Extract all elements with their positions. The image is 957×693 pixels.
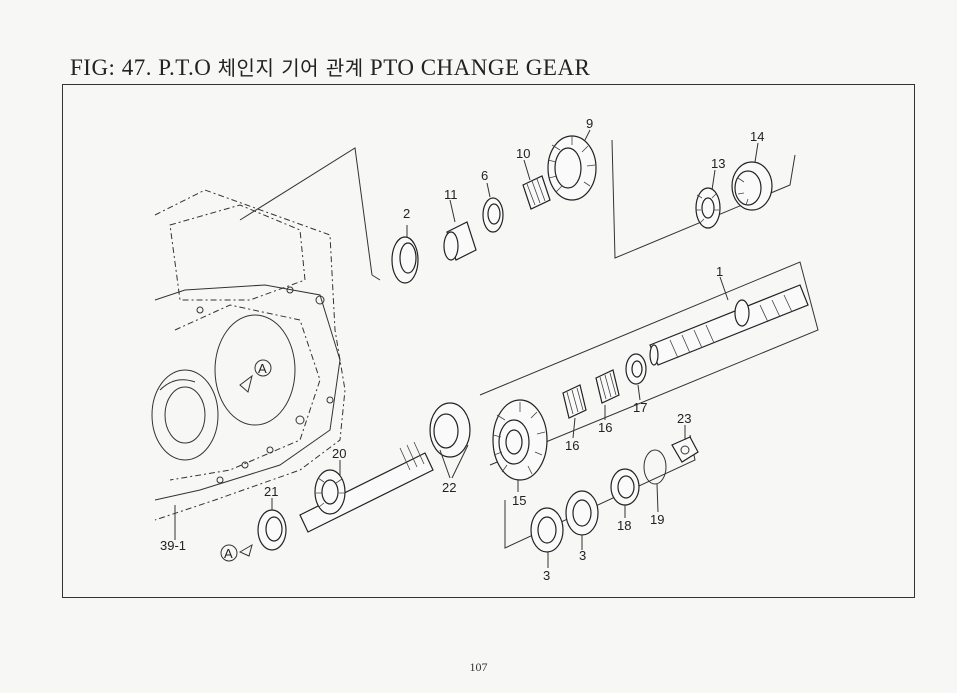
part-16-needle-bearing-b [595, 369, 620, 420]
callout-23: 23 [677, 411, 691, 426]
callout-22: 22 [442, 480, 456, 495]
diagram-frame [62, 84, 915, 598]
part-18-bearing [610, 468, 640, 518]
part-14-ring [731, 142, 773, 211]
callout-11: 11 [444, 187, 458, 202]
callout-16: 16 [598, 420, 612, 435]
callout-16: 16 [565, 438, 579, 453]
callout-20: 20 [332, 446, 346, 461]
marker-a-text: A [258, 361, 267, 376]
part-1-main-shaft [649, 276, 809, 366]
marker-a-text: A [224, 546, 233, 561]
part-3-bearing-b [565, 490, 599, 550]
part-19-snap-ring [643, 449, 667, 513]
part-21-bearing [257, 498, 287, 551]
callout-3: 3 [579, 548, 586, 563]
reference-marker-a-lower: A [220, 543, 253, 562]
part-2-bearing [391, 225, 419, 284]
callout-10: 10 [516, 146, 530, 161]
part-17-washer [625, 353, 647, 401]
part-10-needle-bearing [522, 159, 551, 210]
callout-9: 9 [586, 116, 593, 131]
callout-3: 3 [543, 568, 550, 583]
page-number: 107 [469, 660, 488, 674]
part-15-gear [492, 399, 548, 492]
callout-6: 6 [481, 168, 488, 183]
reference-marker-a-upper: A [254, 359, 272, 377]
part-11-sleeve [443, 199, 477, 261]
transmission-housing [151, 189, 346, 521]
part-16-needle-bearing-a [562, 384, 587, 439]
callout-15: 15 [512, 493, 526, 508]
callout-labels: 1 2 3 3 6 9 10 11 13 14 15 16 16 17 18 1… [160, 116, 764, 583]
callout-1: 1 [716, 264, 723, 279]
callout-18: 18 [617, 518, 631, 533]
title-korean: 체인지 기어 관계 [217, 56, 364, 80]
figure-title: FIG: 47. P.T.O 체인지 기어 관계 PTO CHANGE GEAR [70, 52, 590, 81]
part-9-gear [547, 129, 597, 201]
callout-13: 13 [711, 156, 725, 171]
part-23-plate [671, 425, 699, 463]
figure-number: FIG: 47. P.T.O [70, 55, 212, 80]
callout-14: 14 [750, 129, 764, 144]
callout-2: 2 [403, 206, 410, 221]
callout-39-1: 39-1 [160, 538, 186, 553]
callout-17: 17 [633, 400, 647, 415]
callout-21: 21 [264, 484, 278, 499]
title-english: PTO CHANGE GEAR [369, 55, 591, 80]
part-3-bearing-a [530, 507, 564, 568]
part-13-gear [695, 169, 721, 229]
part-20-gear-shaft [299, 441, 434, 533]
part-22-bearing [429, 402, 471, 479]
callout-19: 19 [650, 512, 664, 527]
part-6-collar [482, 182, 504, 233]
